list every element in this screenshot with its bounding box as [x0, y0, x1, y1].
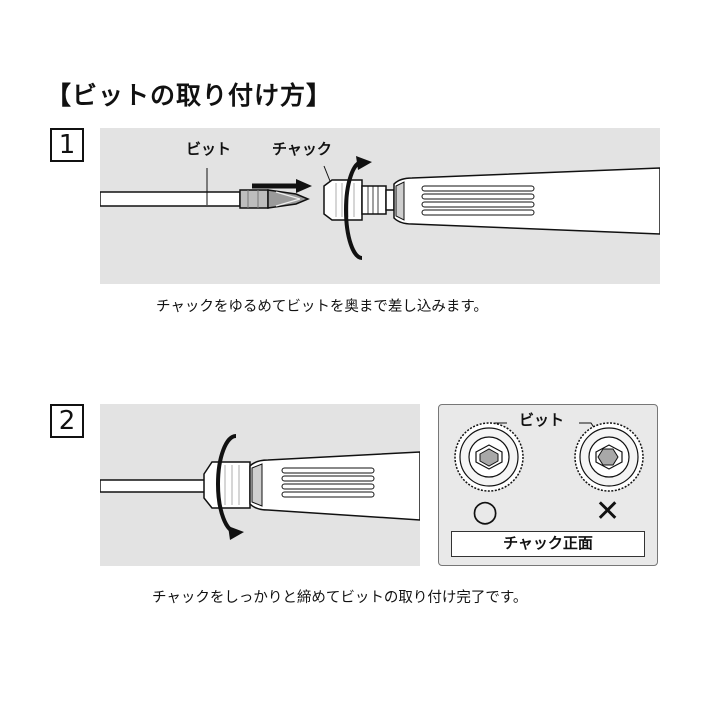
chuck-front-view-inset: ビット ○ ✕ チャック正面 — [438, 404, 658, 566]
inset-bit-label: ビット — [519, 411, 565, 429]
chuck-label: チャック — [272, 140, 332, 158]
screwdriver-insert-illustration — [100, 156, 660, 260]
chuck — [203, 461, 251, 509]
handle — [393, 167, 660, 235]
step-1-illustration — [100, 128, 660, 284]
wrong-mark: ✕ — [595, 494, 621, 529]
bit-shaft — [100, 191, 241, 207]
bit-label: ビット — [186, 140, 232, 158]
bit-tip — [267, 189, 310, 209]
loosen-rotation-arrow — [344, 160, 363, 260]
chuck-front-wrong — [574, 422, 644, 492]
chuck-front-label: チャック正面 — [451, 531, 645, 557]
step-2-illustration — [100, 404, 420, 566]
page-title: 【ビットの取り付け方】 — [46, 81, 333, 110]
step-1-caption: チャックをゆるめてビットを奥まで差し込みます。 — [156, 299, 488, 315]
chuck-front-correct — [454, 422, 524, 492]
chuck — [323, 179, 363, 221]
correct-mark: ○ — [472, 494, 499, 529]
screwdriver-tighten-illustration — [100, 434, 420, 540]
chuck-thread — [361, 185, 387, 215]
step-number-2: 2 — [50, 404, 84, 438]
step-2-caption: チャックをしっかりと締めてビットの取り付け完了です。 — [152, 590, 528, 606]
bit-hex — [239, 189, 269, 209]
bit-shaft — [100, 479, 211, 493]
step-number-1: 1 — [50, 128, 84, 162]
chuck-front-diagrams — [454, 422, 644, 492]
